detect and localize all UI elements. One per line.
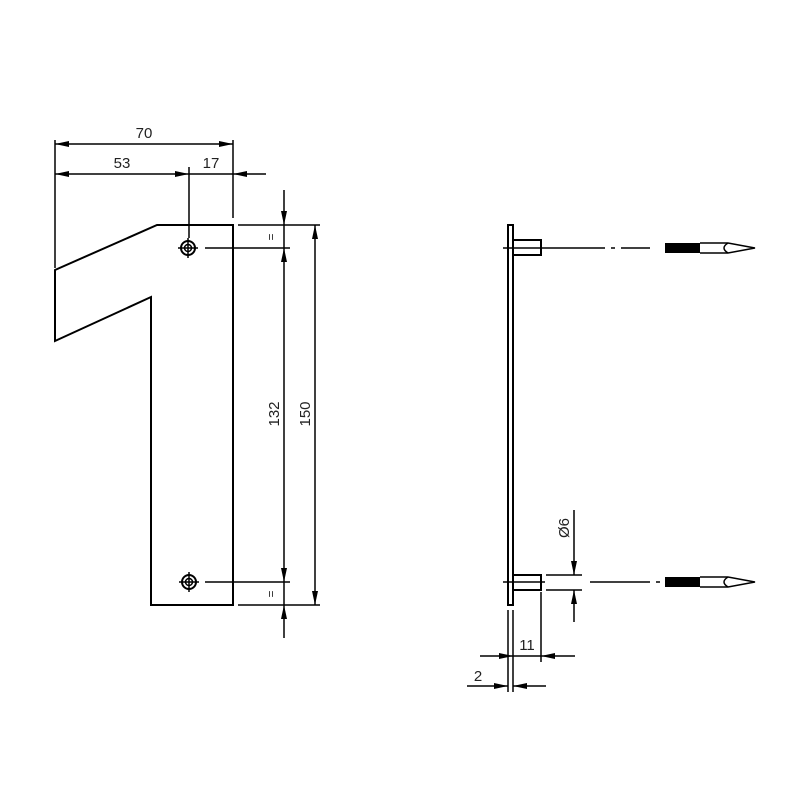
equal-mark-bottom: = xyxy=(264,590,278,597)
dim-overall-width: 70 xyxy=(136,125,153,142)
dim-overall-height: 150 xyxy=(297,401,314,426)
mounting-hole-top xyxy=(178,238,198,258)
dim-plate-thickness: 2 xyxy=(474,668,482,685)
front-view: 70 53 17 132 = = 150 xyxy=(54,125,320,638)
numeral-one-outline xyxy=(54,224,234,606)
mounting-hole-bottom xyxy=(179,572,199,592)
mounting-pin-bottom xyxy=(665,576,756,588)
dim-pin-diameter: Ø6 xyxy=(556,518,573,538)
equal-mark-top: = xyxy=(264,233,278,240)
dim-left-to-hole: 53 xyxy=(114,155,131,172)
dim-hole-to-right: 17 xyxy=(203,155,220,172)
dim-standoff-length: 11 xyxy=(519,637,535,654)
dim-hole-spacing: 132 xyxy=(266,401,283,426)
plate-side xyxy=(507,224,514,606)
side-view: Ø6 11 2 xyxy=(467,224,756,692)
mounting-pin-top xyxy=(665,242,756,254)
